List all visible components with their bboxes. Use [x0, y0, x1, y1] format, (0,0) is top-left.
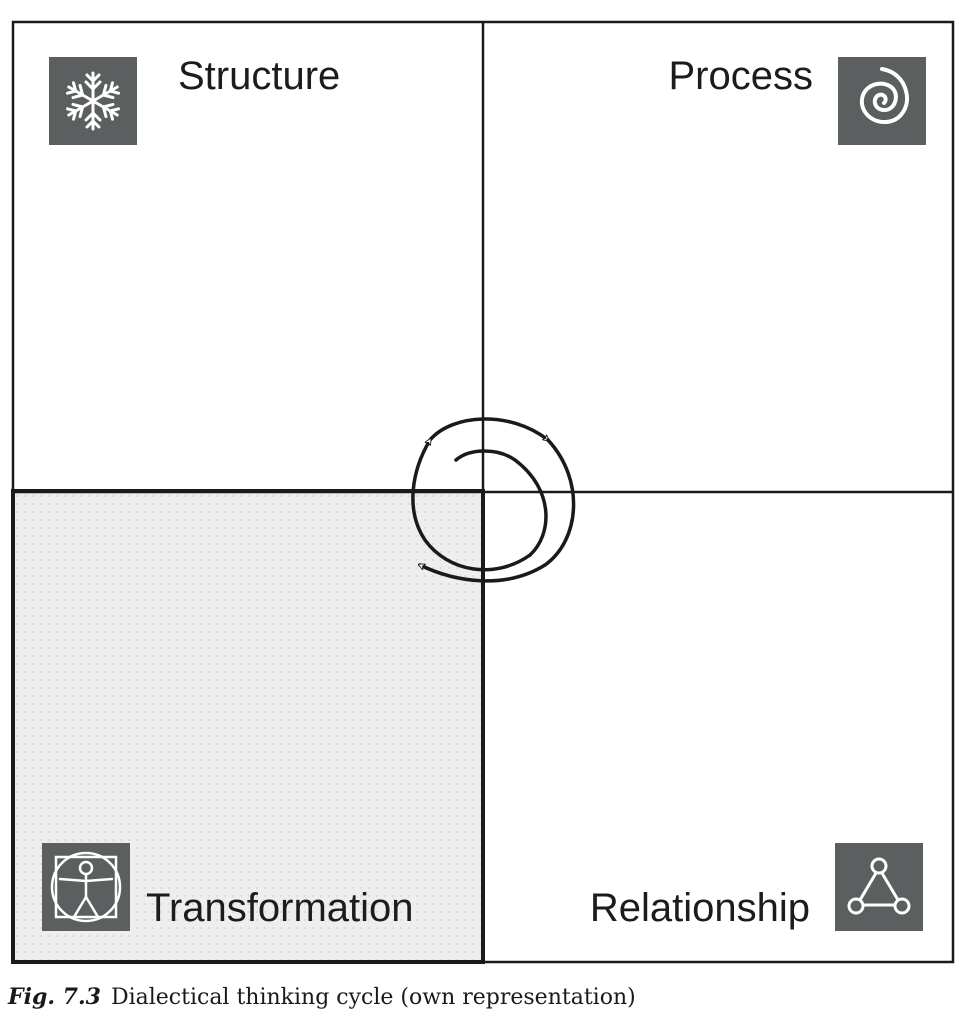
triangle-network-icon	[835, 843, 923, 931]
caption-text: Dialectical thinking cycle (own represen…	[110, 985, 636, 1010]
spiral-inner-start	[454, 449, 517, 462]
spiral-icon	[838, 57, 926, 145]
figure-caption: Fig. 7.3 Dialectical thinking cycle (own …	[8, 984, 636, 1010]
spiral-bottom-arc	[420, 563, 547, 583]
transformation-label: Transformation	[146, 886, 414, 930]
spiral-left-arc	[411, 440, 532, 572]
structure-label: Structure	[178, 54, 341, 98]
spiral-right-outer	[543, 438, 576, 567]
cycle-spiral-arrows	[411, 417, 576, 583]
caption-number: Fig. 7.3	[8, 984, 101, 1010]
relationship-label: Relationship	[589, 886, 810, 930]
spiral-right-inner	[513, 458, 548, 557]
transformation-highlight-border	[11, 489, 485, 964]
snowflake-icon	[49, 57, 137, 145]
spiral-top-arc	[428, 417, 548, 440]
vitruvian-figure-icon	[42, 843, 130, 931]
process-label: Process	[668, 54, 814, 98]
